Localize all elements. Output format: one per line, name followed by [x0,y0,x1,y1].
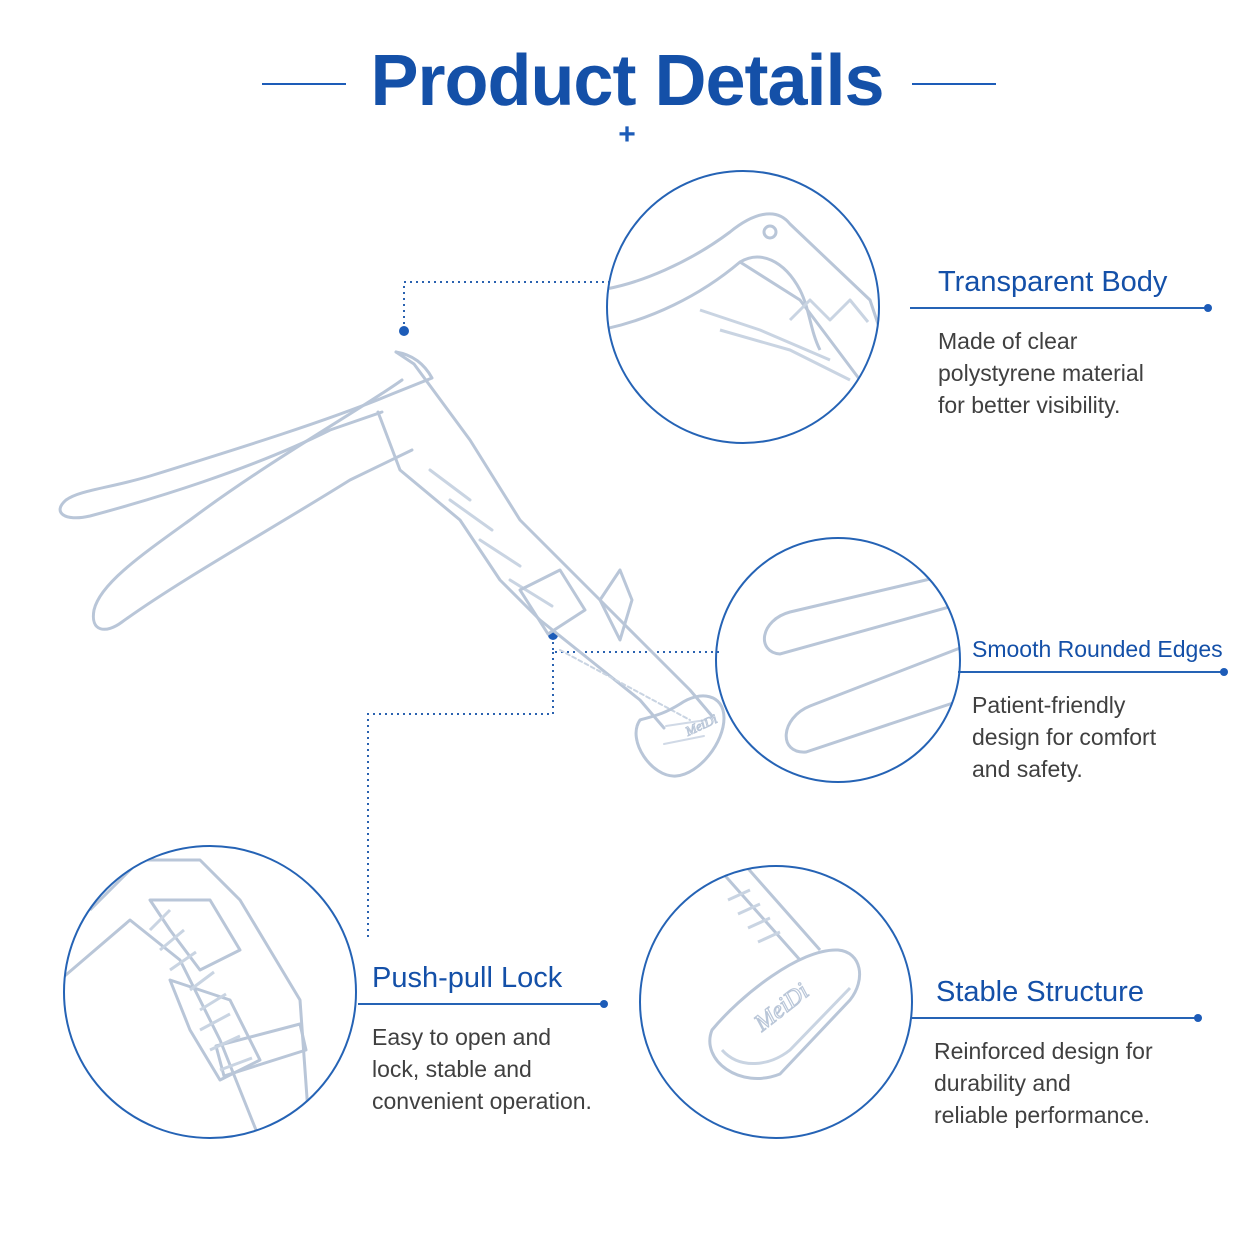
connector-dot-top [399,326,409,336]
speculum-main [58,350,726,778]
title-right-rule [912,83,996,85]
page-title: Product Details [370,41,884,121]
title-left-rule [262,83,346,85]
logo-main: MeiDi [682,711,720,739]
feature-title: Smooth Rounded Edges [972,636,1223,662]
feature-description: Made of clear polystyrene material for b… [938,328,1144,418]
feature-title: Stable Structure [936,976,1144,1008]
feature-stable-structure: Stable Structure Reinforced design for d… [912,976,1202,1131]
feature-description: Reinforced design for durability and rel… [934,1038,1153,1128]
detail-circle-transparent-body [606,170,880,444]
feature-description: Easy to open and lock, stable and conven… [372,1024,592,1114]
detail-circle-push-pull-lock [63,845,357,1139]
detail-circle-rounded-edges [715,537,961,783]
feature-description: Patient-friendly design for comfort and … [972,692,1157,782]
feature-divider [958,668,1228,676]
feature-push-pull-lock: Push-pull Lock Easy to open and lock, st… [358,962,608,1117]
feature-title: Push-pull Lock [372,962,563,994]
feature-title: Transparent Body [938,266,1168,298]
feature-divider [910,304,1212,312]
feature-smooth-rounded-edges: Smooth Rounded Edges Patient-friendly de… [958,636,1228,785]
feature-transparent-body: Transparent Body Made of clear polystyre… [910,266,1212,421]
connector-lines [367,281,720,940]
feature-divider [912,1014,1202,1022]
feature-divider [358,1000,608,1008]
plus-icon: + [618,118,636,151]
